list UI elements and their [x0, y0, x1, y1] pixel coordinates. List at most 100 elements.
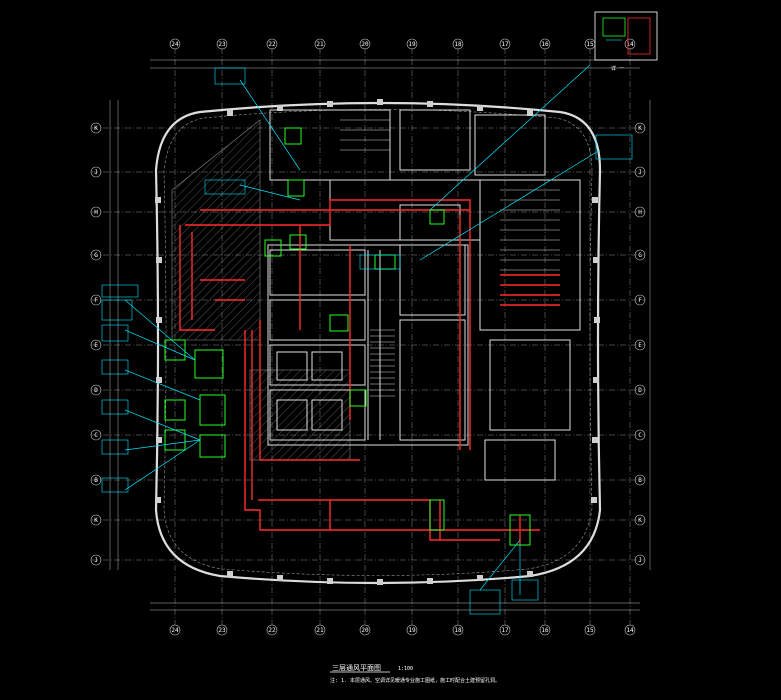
axis-bubble — [90, 514, 102, 526]
axis-bubble-label: 19 — [408, 627, 416, 634]
interior-walls — [267, 109, 581, 481]
dimension-lines — [109, 59, 651, 611]
axis-bubble — [266, 624, 278, 636]
column — [593, 257, 599, 263]
axis-bubble-label: 17 — [501, 41, 509, 48]
axis-bubble-label: H — [638, 209, 642, 216]
axis-bubble-label: G — [638, 252, 642, 259]
axis-bubble — [539, 38, 551, 50]
axis-bubble — [314, 38, 326, 50]
axis-bubble-label: 21 — [316, 627, 324, 634]
axis-bubble-label: F — [638, 297, 642, 304]
axis-bubble-label: H — [94, 209, 98, 216]
axis-bubble-label: 18 — [454, 627, 462, 634]
drawing-title: 三层通风平面图 — [332, 663, 381, 672]
column — [477, 105, 483, 111]
axis-bubble — [452, 38, 464, 50]
axis-bubble — [359, 624, 371, 636]
axis-bubble-label: J — [638, 169, 642, 176]
axis-bubble — [634, 122, 646, 134]
axis-bubble-label: K — [638, 125, 642, 132]
axis-bubble-label: 15 — [586, 41, 594, 48]
axis-bubble-label: K — [94, 125, 98, 132]
axis-bubble-label: J — [94, 169, 98, 176]
axis-bubble-label: 15 — [586, 627, 594, 634]
axis-bubble — [406, 38, 418, 50]
axis-bubble-label: 23 — [218, 41, 226, 48]
axis-bubble — [90, 206, 102, 218]
column — [155, 497, 161, 503]
axis-bubble-label: 19 — [408, 41, 416, 48]
axis-bubble-label: D — [94, 387, 98, 394]
axis-bubble — [216, 38, 228, 50]
axis-bubble — [539, 624, 551, 636]
axis-bubble-label: C — [94, 432, 98, 439]
axis-bubble — [624, 38, 636, 50]
axis-bubble-label: 18 — [454, 41, 462, 48]
hatched-areas — [171, 119, 351, 461]
title-block: 三层通风平面图 1:100 注: 1. 本层通风、空调详见暖通专业施工图纸，施工… — [330, 663, 500, 684]
column — [527, 110, 533, 116]
column — [593, 377, 599, 383]
axis-bubble-label: B — [638, 477, 642, 484]
axis-bubble — [634, 166, 646, 178]
drawing-scale: 1:100 — [398, 666, 413, 672]
callout-boxes — [101, 67, 633, 615]
leader-lines — [124, 64, 601, 595]
column — [594, 317, 600, 323]
ventilation-ducts — [179, 199, 560, 545]
column — [277, 575, 283, 581]
column — [592, 437, 598, 443]
axis-bubble — [634, 339, 646, 351]
column — [377, 579, 383, 585]
column — [377, 99, 383, 105]
column — [277, 105, 283, 111]
axis-bubble-label: D — [638, 387, 642, 394]
axis-bubble-label: 14 — [626, 627, 634, 634]
axis-bubble-label: 14 — [626, 41, 634, 48]
axis-bubble — [169, 624, 181, 636]
axis-bubble — [634, 206, 646, 218]
axis-bubble-label: 21 — [316, 41, 324, 48]
axis-bubble-label: J — [94, 557, 98, 564]
axis-bubble — [624, 624, 636, 636]
column — [227, 110, 233, 116]
drawing-note: 注: 1. 本层通风、空调详见暖通专业施工图纸，施工时配合土建预留孔洞。 — [330, 677, 500, 684]
axis-bubble — [90, 122, 102, 134]
column — [156, 257, 162, 263]
column — [591, 497, 597, 503]
axis-bubble-label: 16 — [541, 41, 549, 48]
axis-bubble — [90, 429, 102, 441]
axis-bubble — [499, 38, 511, 50]
detail-caption: 详 一 — [611, 65, 624, 72]
stair-treads — [340, 119, 560, 397]
detail-inset: 详 一 — [594, 11, 658, 72]
axis-bubble-label: 22 — [268, 627, 276, 634]
axis-bubble — [634, 474, 646, 486]
axis-bubble — [90, 339, 102, 351]
column — [427, 101, 433, 107]
column — [155, 197, 161, 203]
axis-bubble-label: 20 — [361, 627, 369, 634]
axis-bubble-label: 17 — [501, 627, 509, 634]
axis-bubble — [90, 384, 102, 396]
axis-bubble-label: 22 — [268, 41, 276, 48]
axis-bubble-label: E — [94, 342, 98, 349]
axis-bubble — [634, 514, 646, 526]
axis-bubble — [634, 554, 646, 566]
axis-bubble-label: 23 — [218, 627, 226, 634]
axis-bubble — [634, 294, 646, 306]
axis-bubble-label: F — [94, 297, 98, 304]
axis-bubbles: 2424232322222121202019191818171716161515… — [90, 38, 646, 636]
axis-bubble — [359, 38, 371, 50]
axis-bubble — [90, 166, 102, 178]
axis-bubble — [634, 429, 646, 441]
axis-bubble — [169, 38, 181, 50]
column — [156, 377, 162, 383]
axis-bubble-label: 16 — [541, 627, 549, 634]
axis-bubble-label: J — [638, 557, 642, 564]
axis-bubble-label: G — [94, 252, 98, 259]
axis-bubble-label: K — [94, 517, 98, 524]
column — [327, 101, 333, 107]
